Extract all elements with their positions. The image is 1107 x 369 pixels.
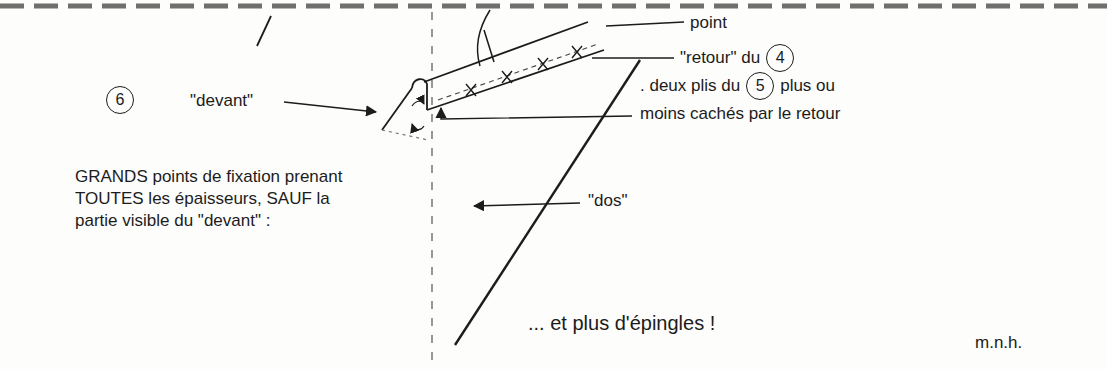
leader-arrow [284, 102, 376, 112]
pen-stroke [257, 16, 271, 46]
leader-line [606, 22, 684, 26]
part-label: "retour" du [680, 47, 760, 69]
part-label: "dos" [588, 190, 627, 212]
label-text: "devant" [190, 91, 253, 110]
label-text: GRANDS points de fixation prenant TOUTES… [75, 167, 342, 230]
label-text: "retour" du [680, 48, 760, 67]
fold-arrow [412, 101, 424, 106]
devant-edge [382, 88, 412, 130]
fold [412, 79, 427, 110]
leader-line [592, 57, 674, 58]
cut-line [0, 4, 1107, 9]
cross-stitches [466, 46, 582, 96]
center-line [431, 12, 432, 369]
part-label: point [690, 12, 727, 34]
callout-number: 4 [776, 49, 785, 67]
leader-arrow [441, 108, 632, 119]
hidden-edge [382, 130, 428, 140]
stitch-line [438, 44, 598, 100]
cross-stitch [538, 58, 548, 70]
cross-stitch [572, 46, 582, 58]
retour-strip-top [424, 22, 588, 82]
cross-stitch [466, 84, 476, 96]
label-text: ... et plus d'épingles ! [528, 312, 715, 334]
callout-circle: 4 [766, 44, 794, 72]
part-label: "devant" [190, 90, 253, 112]
callout-circle: 5 [746, 72, 774, 100]
needle [484, 30, 494, 62]
signature: m.n.h. [975, 332, 1022, 354]
label-text: point [690, 13, 727, 32]
cross-stitch [502, 71, 512, 83]
label-text: . deux plis du [640, 76, 740, 95]
retour-strip-bottom [427, 50, 604, 110]
callout-circle: 6 [106, 86, 134, 114]
fold-arrow [412, 124, 424, 130]
thread [478, 10, 490, 66]
label-text: plus ou moins cachés par le retour [640, 76, 840, 123]
callout-number: 5 [756, 77, 765, 95]
callout-number: 6 [116, 91, 125, 109]
label-text: m.n.h. [975, 333, 1022, 352]
note-text: GRANDS points de fixation prenant TOUTES… [75, 166, 343, 232]
dos-line [455, 60, 640, 345]
note-text: . deux plis du [640, 72, 740, 100]
leader-arrow [474, 203, 580, 206]
note-text: ... et plus d'épingles ! [528, 312, 715, 334]
label-text: "dos" [588, 191, 627, 210]
